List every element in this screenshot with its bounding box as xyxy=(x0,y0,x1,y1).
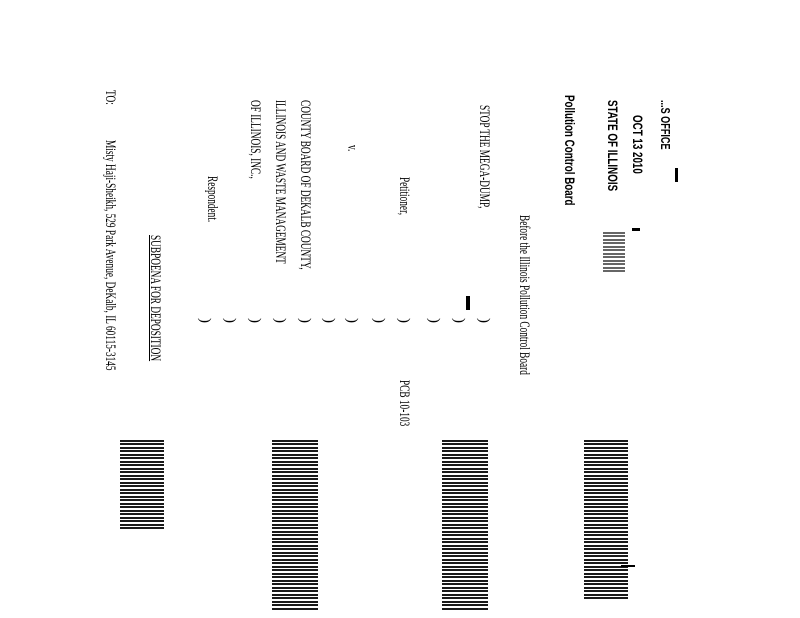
redacted-block xyxy=(442,440,488,610)
to-label: TO: xyxy=(102,90,118,105)
petitioner-role: Petitioner, xyxy=(396,177,412,216)
respondent-line-3: OF ILLINOIS, INC., xyxy=(247,100,263,179)
scan-mark xyxy=(675,168,678,182)
scan-mark xyxy=(466,296,470,310)
to-recipient: Misty Haji-Sheikh, 529 Park Avenue, DeKa… xyxy=(102,140,118,371)
versus: v. xyxy=(344,145,360,152)
scan-mark xyxy=(632,228,640,231)
respondent-role: Respondent. xyxy=(204,176,220,223)
case-number: PCB 10-103 xyxy=(396,380,412,427)
stamp-date: OCT 13 2010 xyxy=(630,115,646,174)
redacted-block xyxy=(272,440,318,610)
redacted-block xyxy=(584,440,628,600)
petitioner-name: STOP THE MEGA-DUMP, xyxy=(476,105,492,209)
stamp-board: Pollution Control Board xyxy=(562,95,578,206)
document-title: SUBPOENA FOR DEPOSITION xyxy=(147,235,163,362)
scan-mark xyxy=(621,565,635,567)
respondent-line-2: ILLINOIS AND WASTE MANAGEMENT xyxy=(272,100,288,264)
redacted-block xyxy=(120,440,164,530)
scan-smudge xyxy=(603,232,625,274)
stamp-state: STATE OF ILLINOIS xyxy=(605,100,621,192)
court-heading: Before the Illinois Pollution Control Bo… xyxy=(516,215,532,375)
stamp-office: ...S OFFICE xyxy=(658,100,673,150)
respondent-line-1: COUNTY BOARD OF DEKALB COUNTY, xyxy=(297,100,313,270)
